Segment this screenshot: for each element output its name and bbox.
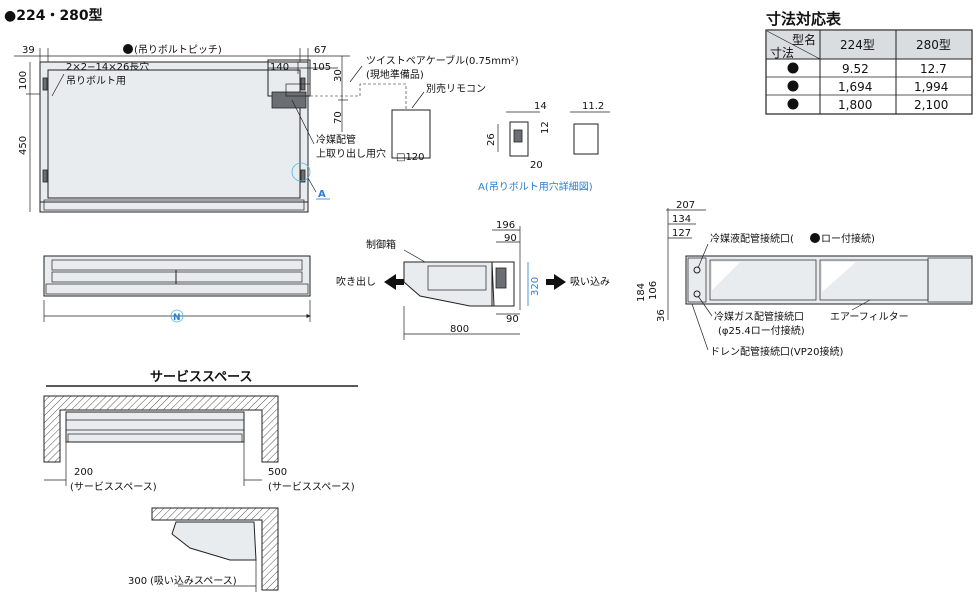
drain-label: ドレン配管接続口(VP20接続) (710, 345, 843, 358)
outlet-label: 吹き出し (336, 275, 376, 288)
dim-207: 207 (676, 200, 695, 211)
liquid-suffix: ロー付接続) (821, 232, 875, 245)
front-view: A 39 M (吊りボルトピッチ) 67 140 105 30 70 100 4… (14, 44, 386, 213)
service-wall-top (43, 395, 279, 463)
remote-controller (391, 109, 431, 159)
service-left-caption: (サービススペース) (70, 481, 157, 493)
service-right-dim: 500 (268, 467, 287, 478)
dim-106: 106 (648, 281, 659, 300)
dim-67: 67 (314, 45, 327, 56)
dim-196: 196 (496, 220, 515, 231)
table-col-224: 224型 (840, 38, 875, 52)
dim-26: 26 (486, 133, 497, 146)
remote-section: ツイストペアケーブル(0.75mm²) (現地準備品) 別売リモコン □120 (310, 54, 519, 163)
cell-n-280: 2,100 (914, 98, 948, 112)
filter-label: エアーフィルター (830, 311, 909, 323)
liquid-key: L (812, 236, 817, 244)
service-wall-bottom (151, 507, 279, 591)
table-header-dim: 寸法 (770, 46, 794, 60)
cable-label-2: (現地準備品) (366, 68, 424, 81)
table-header-model: 型名 (792, 32, 816, 47)
service-space: サービススペース 200 (サービススペース) 500 (サービススペース) 3… (43, 369, 358, 592)
row-key-m: M (789, 83, 797, 92)
page-title: ●224・280型 (4, 7, 103, 24)
inlet-label: 吸い込み (570, 276, 610, 288)
dim-20: 20 (530, 160, 543, 171)
detail-a-caption: A(吊りボルト用穴詳細図) (478, 180, 593, 193)
hole-label: 2×2−14×26長穴 (66, 60, 149, 73)
remote-size: □120 (396, 152, 425, 163)
table-col-280: 280型 (916, 38, 951, 52)
row-key-l: L (790, 65, 795, 74)
dim-12: 12 (540, 121, 551, 134)
liquid-label: 冷媒液配管接続口( (710, 232, 794, 245)
dim-105: 105 (312, 62, 331, 73)
cell-l-224: 9.52 (842, 62, 869, 76)
dim-n-label: N (173, 313, 181, 323)
dim-140: 140 (270, 62, 289, 73)
dim-m-text: (吊りボルトピッチ) (134, 44, 222, 56)
dim-m-marker (123, 44, 133, 54)
dim-m-letter: M (126, 46, 133, 54)
pipe-label-1: 冷媒配管 (316, 133, 356, 146)
dim-39: 39 (22, 45, 35, 56)
cable-label-1: ツイストペアケーブル(0.75mm²) (366, 54, 519, 67)
front-unit-body (39, 61, 309, 213)
bottom-view: N (43, 255, 311, 323)
service-title: サービススペース (150, 369, 252, 385)
dim-30: 30 (333, 69, 344, 82)
side-view: 制御箱 吹き出し 吸い込み 196 90 320 90 800 (336, 220, 610, 340)
row-key-n: N (790, 101, 797, 110)
front-unit-panel (47, 69, 301, 199)
cell-l-280: 12.7 (920, 62, 947, 76)
right-view: 207 134 127 184 106 36 冷媒液配管接続口( L ロー付接続… (636, 200, 973, 358)
dim-70: 70 (333, 111, 344, 124)
detail-a-circle (291, 162, 311, 182)
service-right-caption: (サービススペース) (268, 481, 355, 493)
service-left-dim: 200 (74, 467, 93, 478)
gas-label: 冷媒ガス配管接続口 (714, 310, 804, 323)
dim-184: 184 (636, 283, 647, 302)
dim-450: 450 (18, 136, 29, 155)
dim-90-bottom: 90 (506, 314, 519, 325)
service-bottom-caption: (吸い込みスペース) (150, 575, 237, 587)
dimension-table: 寸法対応表 型名 寸法 224型 280型 L 9.52 12.7 M 1,69… (765, 10, 973, 115)
cell-n-224: 1,800 (838, 98, 872, 112)
gas-size: (φ25.4ロー付接続) (718, 324, 805, 337)
dim-127: 127 (672, 228, 691, 239)
remote-label: 別売リモコン (426, 82, 486, 95)
detail-a-ref: A (318, 189, 326, 200)
dim-134: 134 (672, 214, 691, 225)
table-title: 寸法対応表 (766, 10, 842, 28)
dim-11-2: 11.2 (582, 101, 604, 112)
dim-36: 36 (656, 309, 667, 322)
cell-m-280: 1,994 (914, 80, 948, 94)
detail-a: 14 26 12 20 11.2 A(吊りボルト用穴詳細図) (478, 101, 610, 193)
dim-320: 320 (530, 277, 541, 296)
air-filter-left (709, 259, 817, 301)
dim-14: 14 (534, 101, 547, 112)
bolt-label: 吊りボルト用 (66, 75, 126, 87)
service-bottom-dim: 300 (128, 576, 147, 587)
control-box-label: 制御箱 (366, 238, 396, 251)
dim-100: 100 (18, 71, 29, 90)
pipe-label-2: 上取り出し用穴 (316, 147, 386, 160)
dim-800: 800 (450, 324, 469, 335)
dim-90-top: 90 (504, 233, 517, 244)
cell-m-224: 1,694 (838, 80, 872, 94)
